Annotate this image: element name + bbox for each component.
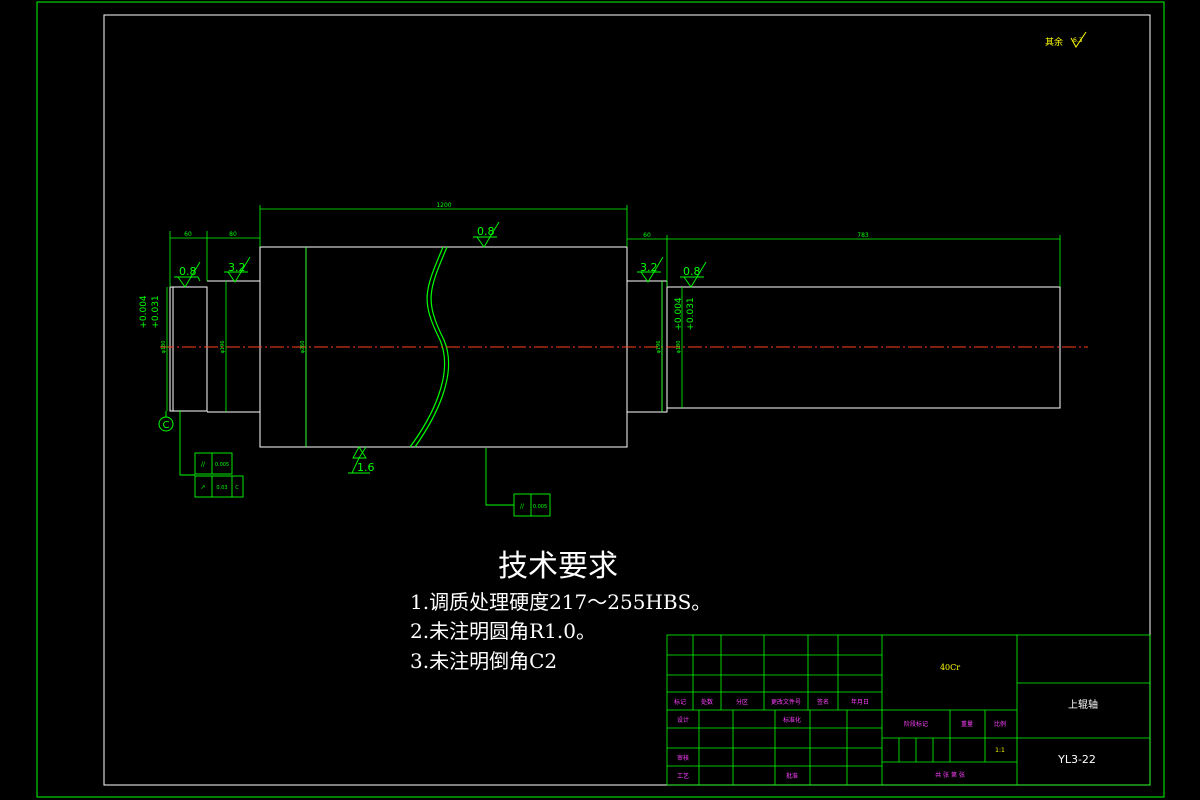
dim-60-left: 60 — [184, 231, 192, 238]
tb-header-zone: 分区 — [736, 698, 748, 706]
tb-review: 审核 — [677, 754, 689, 762]
outer-border — [36, 1, 1165, 798]
dia-3: φ260 — [300, 341, 306, 354]
fcf-right-sym: // — [520, 503, 525, 510]
corner-roughness-value: 6.3 — [1073, 37, 1083, 44]
tb-ratio: 比例 — [994, 720, 1006, 728]
dia-4: φ196 — [656, 341, 662, 354]
break-line-1 — [409, 246, 446, 448]
fcf-right-val: 0.005 — [533, 504, 547, 510]
dia-2: φ196 — [220, 341, 226, 354]
tech-req-item-1: 1.调质处理硬度217～255HBS。 — [410, 590, 711, 614]
dia-1: φ180 — [161, 341, 167, 354]
roughness-right-2: 0.8 — [683, 265, 701, 278]
tb-sheets: 共 张 第 张 — [935, 771, 965, 779]
datum-label: C — [163, 420, 170, 431]
fcf-left-row2-ref: C — [235, 485, 239, 491]
right-fcf — [485, 448, 551, 517]
tech-req-item-2: 2.未注明圆角R1.0。 — [410, 619, 596, 643]
drawing-frame — [103, 14, 1151, 786]
tb-stage-mark: 阶段标记 — [904, 720, 928, 728]
tb-standardize: 标准化 — [783, 716, 801, 724]
fcf-left-row2-val: 0.03 — [216, 485, 227, 491]
tb-material: 40Cr — [940, 663, 960, 672]
roughness-symbol-icon — [680, 261, 707, 288]
roughness-symbol-icon — [224, 256, 251, 283]
tb-header-date: 年月日 — [851, 698, 869, 706]
roughness-top-mid: 0.8 — [477, 225, 495, 238]
diameter-dimensions — [166, 247, 683, 447]
tb-header-count: 处数 — [701, 698, 713, 706]
dim-80: 80 — [229, 231, 237, 238]
tol-right-lower: +0.031 — [686, 297, 696, 330]
tb-drawing-no: YL3-22 — [1057, 753, 1096, 766]
roughness-symbols — [174, 221, 707, 474]
roughness-bottom: 1.6 — [357, 461, 375, 474]
tb-scale: 1:1 — [995, 747, 1005, 754]
datum-c: C — [158, 411, 174, 432]
left-fcf — [179, 410, 244, 498]
roughness-symbol-icon — [473, 221, 500, 248]
roughness-right-1: 3.2 — [640, 261, 658, 274]
fcf-left-row1-sym: // — [201, 461, 206, 468]
shaft-left-journal — [169, 286, 208, 412]
tb-header-change: 更改文件号 — [771, 698, 801, 706]
tb-part-name: 上辊轴 — [1068, 698, 1098, 711]
tech-req-item-3: 3.未注明倒角C2 — [410, 649, 557, 673]
roughness-symbol-icon — [1070, 31, 1087, 48]
fcf-left-row2-sym: ↗ — [200, 484, 205, 491]
dim-783: 783 — [857, 232, 869, 239]
dia-5: φ180 — [676, 341, 682, 354]
tb-approve: 批准 — [786, 772, 798, 780]
break-line-2 — [414, 246, 450, 448]
tb-process: 工艺 — [677, 772, 689, 780]
tol-left-upper: +0.004 — [139, 295, 149, 329]
tol-right-upper: +0.004 — [674, 297, 684, 331]
tb-header-sign: 签名 — [817, 698, 829, 706]
tech-req-title: 技术要求 — [498, 549, 618, 584]
roughness-left-2: 3.2 — [228, 261, 246, 274]
dim-1200: 1200 — [436, 202, 451, 209]
fcf-left-row1-val: 0.005 — [215, 462, 229, 468]
tb-weight: 重量 — [961, 720, 973, 728]
roughness-left-1: 0.8 — [179, 265, 197, 278]
roughness-symbol-icon — [174, 261, 201, 288]
top-dimensions — [169, 205, 1061, 287]
corner-roughness-note: 其余 6.3 — [1045, 31, 1087, 48]
roughness-symbol-icon — [637, 256, 664, 283]
dim-60-right: 60 — [643, 232, 651, 239]
tb-design: 设计 — [677, 716, 689, 724]
tb-header-mark: 标记 — [674, 698, 686, 706]
title-block — [666, 634, 1151, 786]
tol-left-lower: +0.031 — [151, 295, 161, 328]
corner-roughness-label: 其余 — [1045, 36, 1063, 48]
